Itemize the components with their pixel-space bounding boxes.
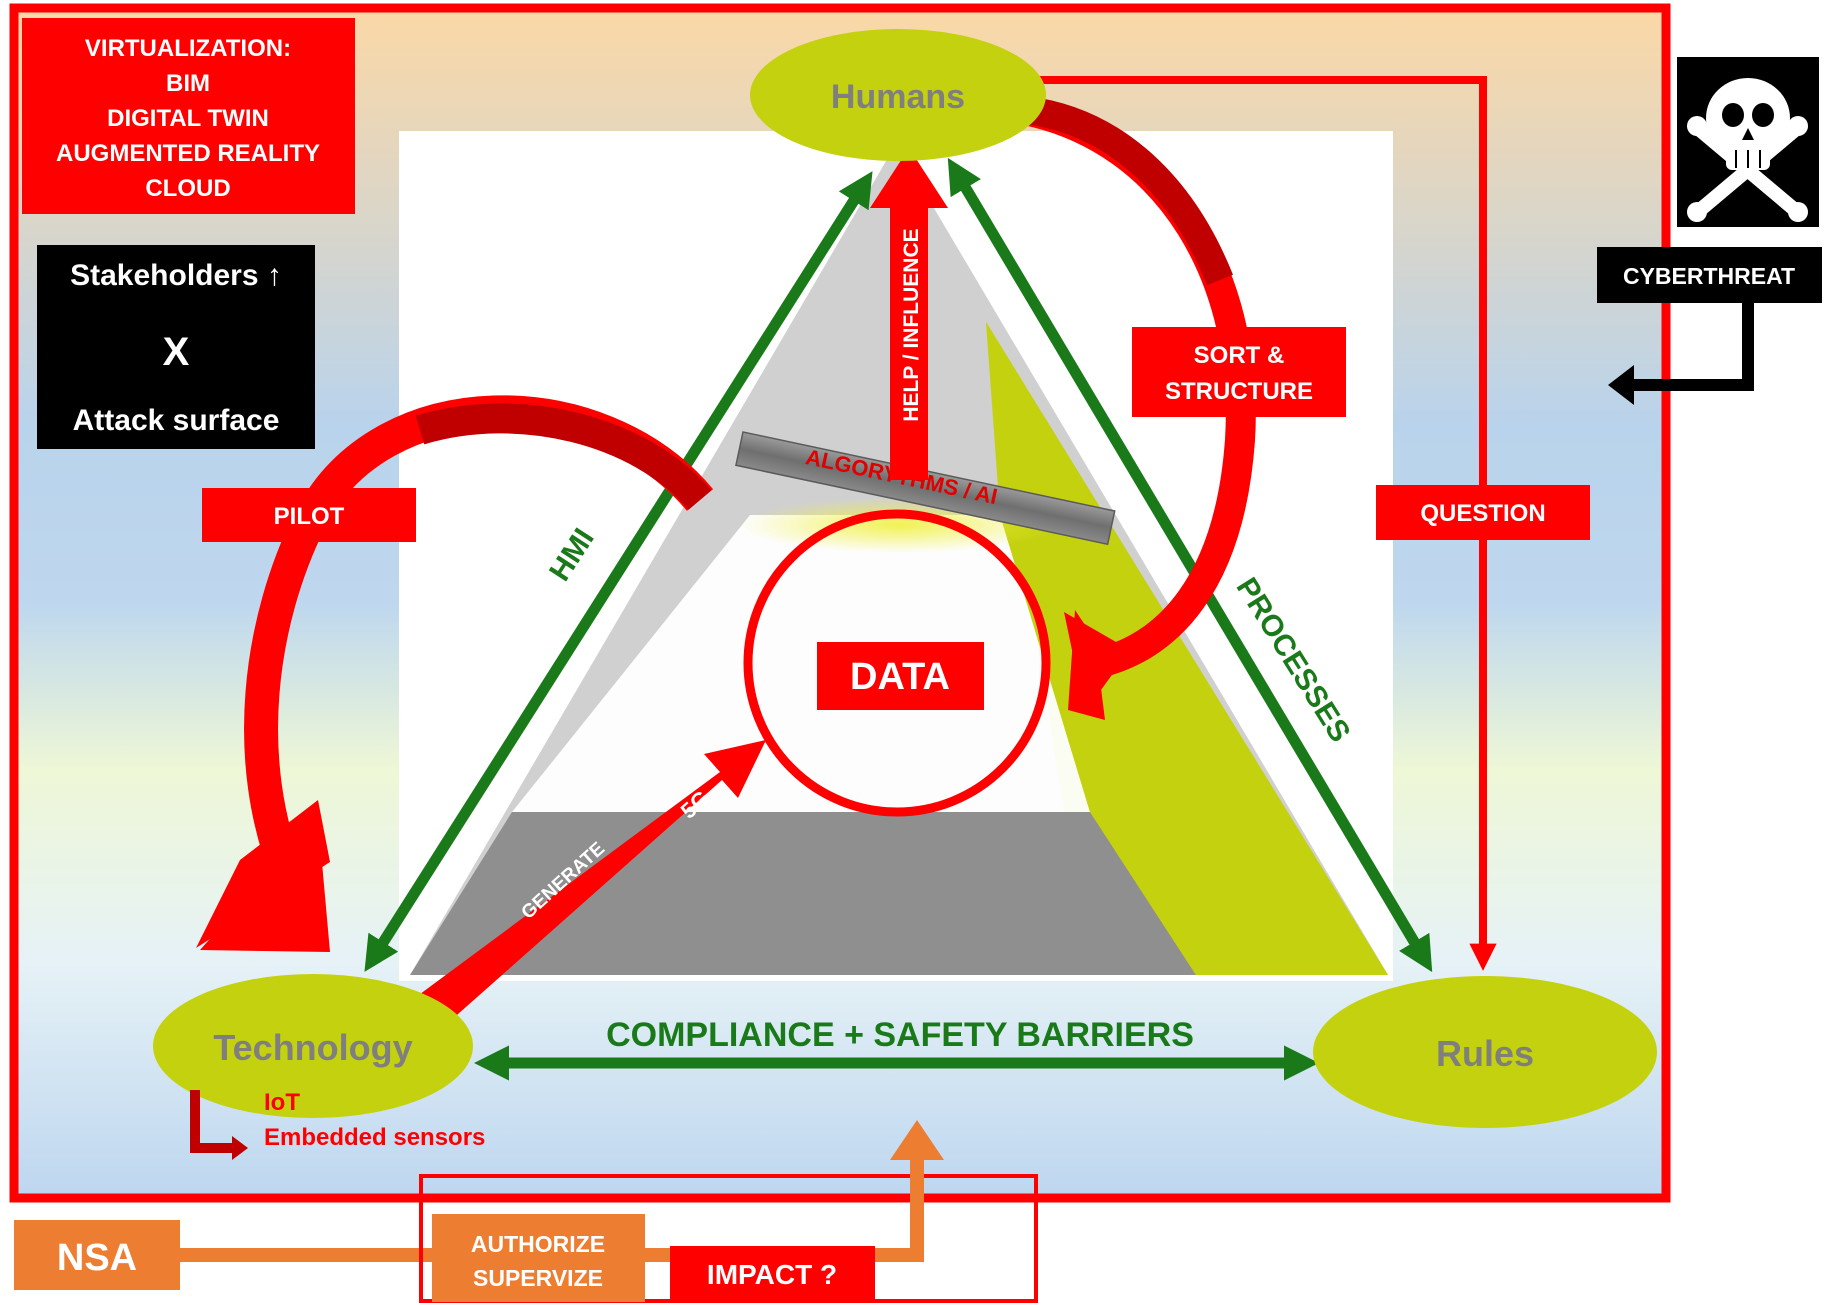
cyberthreat-label: CYBERTHREAT xyxy=(1623,263,1795,289)
cyberthreat-arrow-head xyxy=(1608,365,1634,405)
virtualization-box xyxy=(22,18,355,214)
sort-label-2: STRUCTURE xyxy=(1165,378,1313,405)
iot-arrow xyxy=(190,1090,232,1153)
pilot-arrow-tip xyxy=(200,818,330,952)
stakeholders-line3: Attack surface xyxy=(73,404,280,437)
sort-structure-box xyxy=(1132,327,1346,417)
sort-arrow-shade xyxy=(1023,96,1233,286)
stakeholders-line1: Stakeholders ↑ xyxy=(70,259,282,292)
cyberthreat-box xyxy=(1597,247,1822,303)
outer-red-frame xyxy=(9,3,1671,1203)
virtualization-title: VIRTUALIZATION: xyxy=(85,35,291,62)
impact-arrow-head xyxy=(890,1120,944,1160)
stakeholders-line2: X xyxy=(163,330,190,374)
nsa-box xyxy=(14,1220,180,1290)
processes-arrow xyxy=(947,157,1433,973)
question-arrow xyxy=(1035,76,1497,971)
pilot-label: PILOT xyxy=(274,503,345,530)
question-box xyxy=(1376,485,1590,540)
embedded-sensors-label: Embedded sensors xyxy=(264,1124,485,1151)
virtualization-item: CLOUD xyxy=(145,175,230,202)
pilot-arrow-head xyxy=(196,800,330,948)
node-technology xyxy=(153,974,473,1118)
impact-box xyxy=(670,1246,875,1302)
authorize-label: AUTHORIZE xyxy=(471,1231,605,1257)
node-humans xyxy=(750,29,1046,161)
generate-5g-arrow xyxy=(412,740,766,1030)
humans-label: Humans xyxy=(831,78,965,116)
supervize-label: SUPERVIZE xyxy=(473,1265,603,1291)
node-rules xyxy=(1313,976,1657,1128)
stakeholders-box xyxy=(37,245,315,449)
cyberthreat-arrow xyxy=(1625,303,1754,391)
authorize-supervize-box xyxy=(432,1214,645,1302)
iot-label: IoT xyxy=(264,1089,300,1116)
pilot-box xyxy=(202,488,416,542)
virtualization-item: DIGITAL TWIN xyxy=(107,105,269,132)
nsa-label: NSA xyxy=(57,1237,137,1279)
help-influence-arrow xyxy=(870,148,948,480)
skull-crossbones-icon xyxy=(1677,57,1819,227)
virtualization-item: BIM xyxy=(166,70,210,97)
compliance-label: COMPLIANCE + SAFETY BARRIERS xyxy=(606,1016,1194,1054)
help-influence-label: HELP / INFLUENCE xyxy=(900,228,923,421)
sort-arrow-tip xyxy=(1064,612,1130,712)
hmi-arrow xyxy=(364,171,873,972)
pilot-arrow-shade xyxy=(415,403,712,511)
sort-label-1: SORT & xyxy=(1194,342,1285,369)
virtualization-item: AUGMENTED REALITY xyxy=(56,140,320,167)
impact-label: IMPACT ? xyxy=(707,1259,837,1290)
technology-label: Technology xyxy=(213,1027,412,1068)
rules-label: Rules xyxy=(1436,1033,1534,1074)
question-label: QUESTION xyxy=(1420,500,1545,527)
data-label: DATA xyxy=(850,656,950,698)
iot-arrow-head xyxy=(232,1136,248,1160)
